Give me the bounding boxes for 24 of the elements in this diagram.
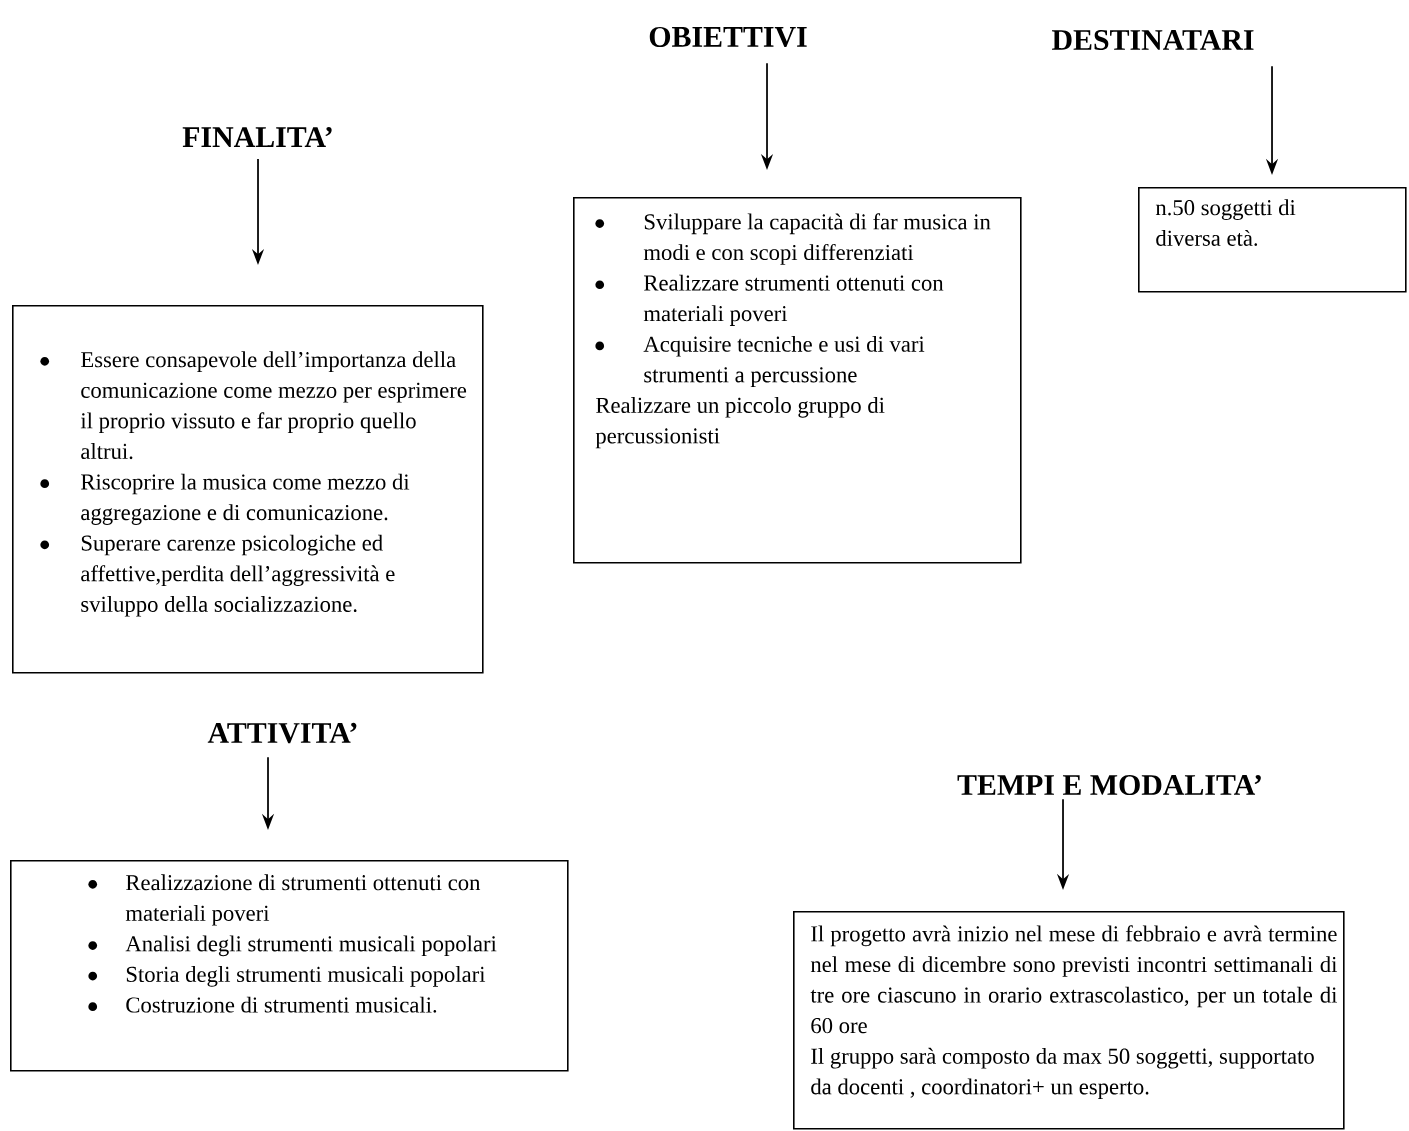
list-item: Riscoprire la musica come mezzo di aggregazione e di comunicazione. (40, 473, 410, 525)
text-box (793, 911, 1345, 1130)
heading: ATTIVITA’ (207, 722, 357, 744)
paragraph: Il gruppo sarà composto da max 50 soggetti, supportato da docenti , coordinatori+ un esperto. (811, 1047, 1314, 1100)
text-box (12, 305, 484, 674)
text-box (1138, 187, 1407, 293)
list-item: Essere consapevole dell’importanza della comunicazione come mezzo per esprimere il proprio vissuto e far proprio quello altrui. (40, 351, 467, 460)
list-item: Acquisire tecniche e usi di vari strumenti a percussione (595, 335, 925, 388)
list-item: Realizzazione di strumenti ottenuti con materiali poveri (88, 874, 481, 926)
paragraph: Realizzare un piccolo gruppo di percussionisti (595, 397, 885, 449)
list-item: Realizzare strumenti ottenuti con materiali poveri (595, 274, 944, 326)
heading: FINALITA’ (182, 127, 332, 147)
paragraph: Il progetto avrà inizio nel mese di febbraio e avrà termine nel mese di dicembre sono previsti incontri settimanali di tre ore ciascuno in orario extrascolastico, per un totale di 60 ore (810, 925, 1337, 1034)
heading: TEMPI E MODALITA’ (957, 774, 1261, 796)
heading: DESTINATARI (1052, 29, 1254, 51)
list-item: Sviluppare la capacità di far musica in modi e con scopi differenziati (595, 213, 991, 265)
text-box (573, 197, 1022, 564)
list-item: Costruzione di strumenti musicali. (88, 996, 437, 1013)
list-item: Analisi degli strumenti musicali popolari (88, 935, 497, 957)
list-item: Storia degli strumenti musicali popolari (88, 966, 486, 987)
text-box (10, 860, 569, 1072)
list-item: Superare carenze psicologiche ed affettive,perdita dell’aggressività e sviluppo della socializzazione. (40, 534, 395, 617)
heading: OBIETTIVI (649, 26, 807, 48)
paragraph: n.50 soggetti di diversa età. (1155, 199, 1296, 246)
